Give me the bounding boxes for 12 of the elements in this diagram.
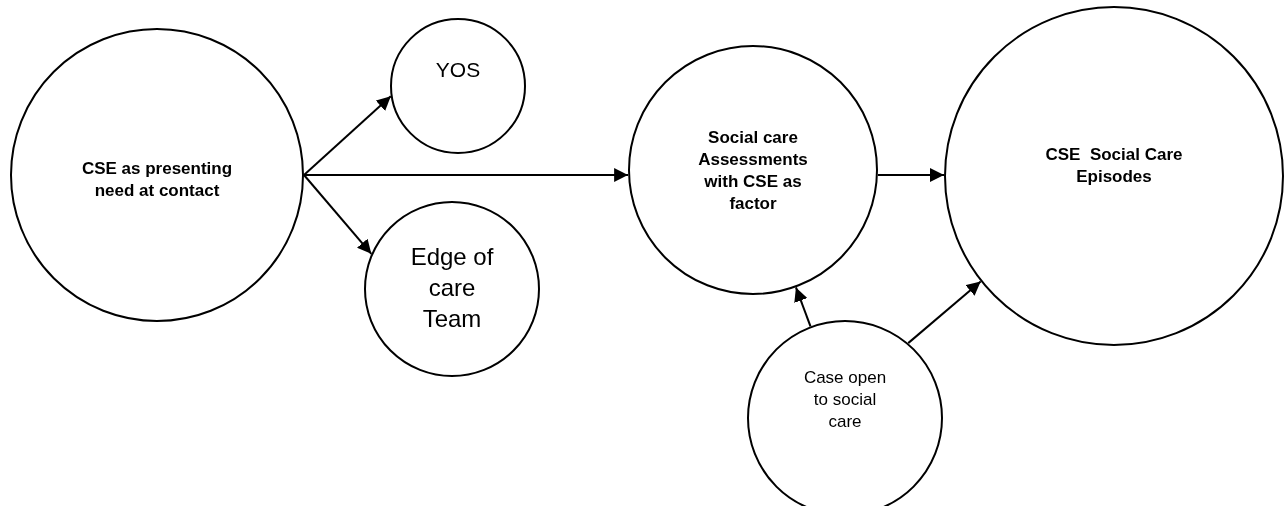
- arrow: [303, 168, 630, 182]
- arrow: [794, 286, 812, 328]
- node-label: CSE Social Care Episodes: [1044, 144, 1184, 189]
- arrow: [907, 280, 982, 345]
- node-label: Social care Assessments with CSE as factor: [697, 127, 809, 216]
- arrow: [303, 95, 392, 176]
- node-label: Edge of care Team: [409, 242, 495, 335]
- node-label: Case open to social care: [802, 367, 888, 434]
- arrow: [876, 168, 945, 182]
- node-label: CSE as presenting need at contact: [80, 158, 234, 203]
- arrow: [303, 174, 373, 255]
- node-label: YOS: [434, 57, 482, 83]
